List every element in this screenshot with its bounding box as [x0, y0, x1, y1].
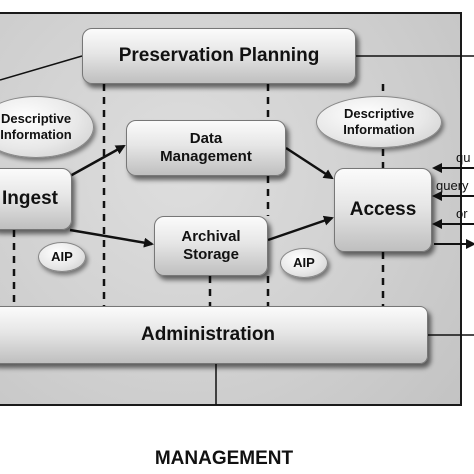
- management-label: MANAGEMENT: [154, 448, 294, 469]
- descriptive-info-right-line2: Information: [343, 122, 415, 137]
- aip-left-oval: AIP: [38, 242, 86, 272]
- data-management-label-line1: Data: [189, 130, 223, 147]
- archival-storage-label-line1: Archival: [181, 228, 241, 245]
- arrow-ingest-to-as: [69, 228, 154, 248]
- administration-box: Administration: [0, 306, 428, 364]
- archival-storage-label-line2: Storage: [183, 246, 239, 263]
- line-pp-left-ext: [0, 55, 83, 81]
- aip-right-oval: AIP: [280, 248, 328, 278]
- aip-left-label: AIP: [51, 249, 73, 265]
- administration-label: Administration: [140, 323, 276, 345]
- ingest-label: Ingest: [2, 187, 58, 209]
- descriptive-info-right-line1: Descriptive: [343, 106, 415, 122]
- ext-label-qu: qu: [456, 150, 471, 165]
- data-management-box: Data Management: [126, 120, 286, 176]
- arrow-as-to-access: [267, 215, 334, 242]
- preservation-planning-label: Preservation Planning: [118, 44, 320, 66]
- descriptive-info-right-oval: Descriptive Information: [316, 96, 442, 148]
- descriptive-info-left-line2: Information: [0, 127, 72, 142]
- arrow-dm-to-access: [285, 146, 334, 180]
- descriptive-info-left-line1: Descriptive: [0, 111, 72, 127]
- arrow-ingest-to-dm: [69, 144, 126, 178]
- ext-label-query: query: [436, 178, 469, 193]
- ext-label-or: or: [456, 206, 468, 221]
- aip-right-label: AIP: [293, 255, 315, 271]
- ingest-box: Ingest: [0, 168, 72, 230]
- data-management-label-line2: Management: [160, 148, 252, 165]
- access-box: Access: [334, 168, 432, 252]
- preservation-planning-box: Preservation Planning: [82, 28, 356, 84]
- archival-storage-box: Archival Storage: [154, 216, 268, 276]
- access-label: Access: [349, 198, 417, 220]
